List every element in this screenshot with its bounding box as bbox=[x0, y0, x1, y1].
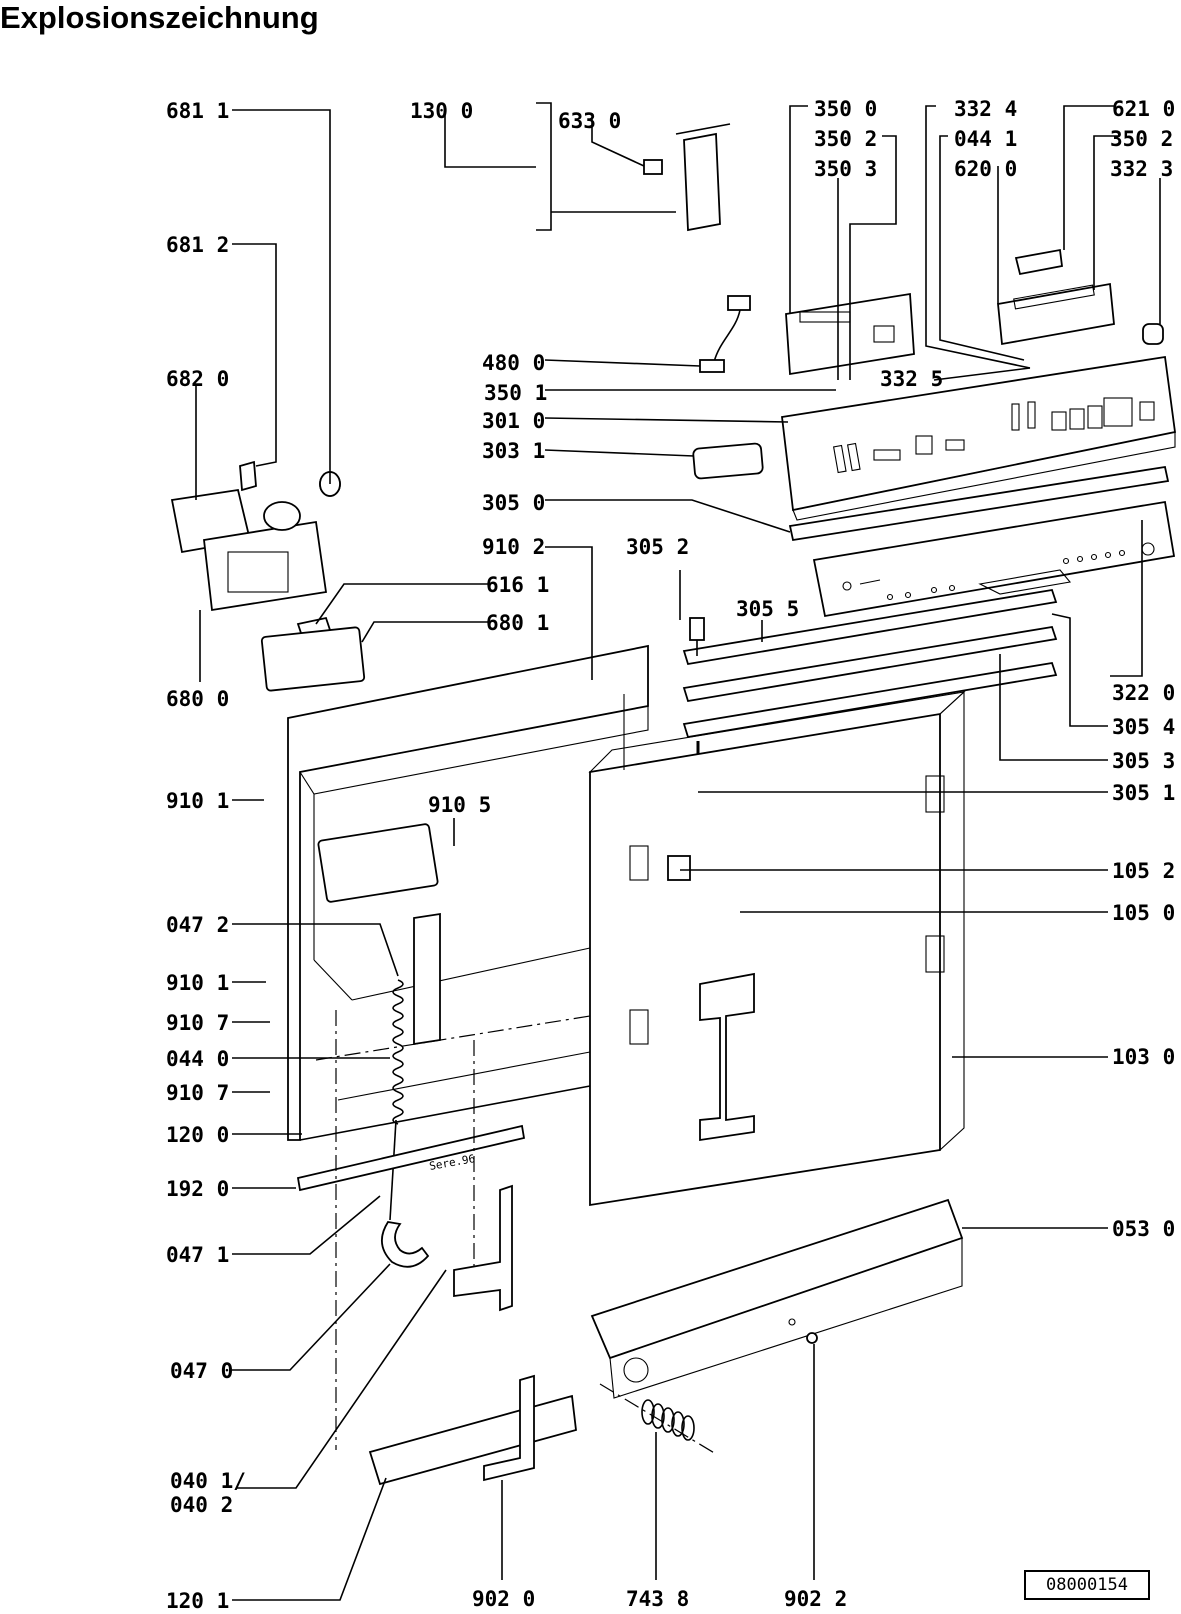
roller-332-3 bbox=[1142, 323, 1164, 345]
spring-743-8 bbox=[641, 1399, 695, 1441]
part-label: 303 1 bbox=[482, 439, 545, 463]
vertical-channel bbox=[413, 912, 441, 1046]
inner-door-frame bbox=[287, 644, 649, 1141]
knob-303-1 bbox=[692, 442, 764, 480]
switch-module bbox=[997, 282, 1115, 346]
part-label: 633 0 bbox=[558, 109, 621, 133]
front-control-panel bbox=[812, 500, 1176, 618]
detergent-dispenser bbox=[170, 460, 366, 692]
clip-305-2 bbox=[689, 617, 705, 656]
part-label: 332 4 bbox=[954, 97, 1017, 121]
control-panel-housing bbox=[781, 355, 1177, 521]
part-label: 044 1 bbox=[954, 127, 1017, 151]
part-label: 047 0 bbox=[170, 1359, 233, 1383]
part-label: 682 0 bbox=[166, 367, 229, 391]
part-label: 305 3 bbox=[1112, 749, 1175, 773]
fascia-strip bbox=[788, 465, 1170, 542]
part-label: 047 1 bbox=[166, 1243, 229, 1267]
part-label: 305 5 bbox=[736, 597, 799, 621]
screw-902-2 bbox=[806, 1332, 818, 1344]
door-front-panel bbox=[588, 690, 966, 1207]
part-label: 621 0 bbox=[1112, 97, 1175, 121]
door-lock-bracket bbox=[643, 123, 731, 232]
hinge-bracket-047-0 bbox=[381, 1221, 430, 1268]
part-label: 910 7 bbox=[166, 1011, 229, 1035]
part-label: 902 2 bbox=[784, 1587, 847, 1611]
part-label: 105 2 bbox=[1112, 859, 1175, 883]
part-label: 053 0 bbox=[1112, 1217, 1175, 1241]
part-label: 480 0 bbox=[482, 351, 545, 375]
rail-305-5 bbox=[682, 588, 1058, 666]
part-label: 910 2 bbox=[482, 535, 545, 559]
part-label: 120 0 bbox=[166, 1123, 229, 1147]
part-label: 047 2 bbox=[166, 913, 229, 937]
spring-044-0 bbox=[389, 979, 404, 1221]
rail-305-4 bbox=[682, 625, 1058, 703]
part-label: 910 1 bbox=[166, 971, 229, 995]
kickplate-053-0 bbox=[590, 1198, 964, 1399]
part-label: 044 0 bbox=[166, 1047, 229, 1071]
part-label: 350 2 bbox=[1110, 127, 1173, 151]
cable-harness bbox=[699, 295, 751, 373]
rail-305-3 bbox=[682, 661, 1058, 739]
part-label: 305 1 bbox=[1112, 781, 1175, 805]
part-label: 680 0 bbox=[166, 687, 229, 711]
part-label: 910 1 bbox=[166, 789, 229, 813]
part-label: 305 4 bbox=[1112, 715, 1175, 739]
part-label: 681 2 bbox=[166, 233, 229, 257]
part-label: 103 0 bbox=[1112, 1045, 1175, 1069]
part-label: 305 0 bbox=[482, 491, 545, 515]
part-label: 040 1/ bbox=[170, 1469, 246, 1493]
part-621-0 bbox=[1014, 248, 1063, 276]
part-label: 332 3 bbox=[1110, 157, 1173, 181]
bottom-strip-120-1 bbox=[368, 1394, 577, 1486]
part-label: 301 0 bbox=[482, 409, 545, 433]
bracket-902-0 bbox=[483, 1374, 535, 1482]
part-label: 910 7 bbox=[166, 1081, 229, 1105]
part-label: 332 5 bbox=[880, 367, 943, 391]
bar-192-0 bbox=[296, 1124, 526, 1192]
page-title: Explosionszeichnung bbox=[0, 0, 319, 35]
leader-lines bbox=[195, 102, 1161, 1601]
document-number: 08000154 bbox=[1024, 1570, 1150, 1600]
part-label: 350 1 bbox=[484, 381, 547, 405]
part-label: 120 1 bbox=[166, 1589, 229, 1613]
part-label: 305 2 bbox=[626, 535, 689, 559]
part-label: 743 8 bbox=[626, 1587, 689, 1611]
part-label: 192 0 bbox=[166, 1177, 229, 1201]
part-labels: 681 1 130 0 633 0 350 0 350 2 350 3 332 … bbox=[166, 97, 1175, 1613]
part-label: 620 0 bbox=[954, 157, 1017, 181]
part-label: 681 1 bbox=[166, 99, 229, 123]
part-label: 910 5 bbox=[428, 793, 491, 817]
hinge-plate-040 bbox=[453, 1184, 513, 1312]
part-label: 350 0 bbox=[814, 97, 877, 121]
part-label: 680 1 bbox=[486, 611, 549, 635]
part-label: 350 2 bbox=[814, 127, 877, 151]
part-label: 902 0 bbox=[472, 1587, 535, 1611]
part-label: 040 2 bbox=[170, 1493, 233, 1517]
part-label: 616 1 bbox=[486, 573, 549, 597]
part-label: 322 0 bbox=[1112, 681, 1175, 705]
part-label: 350 3 bbox=[814, 157, 877, 181]
part-label: 130 0 bbox=[410, 99, 473, 123]
part-label: 105 0 bbox=[1112, 901, 1175, 925]
